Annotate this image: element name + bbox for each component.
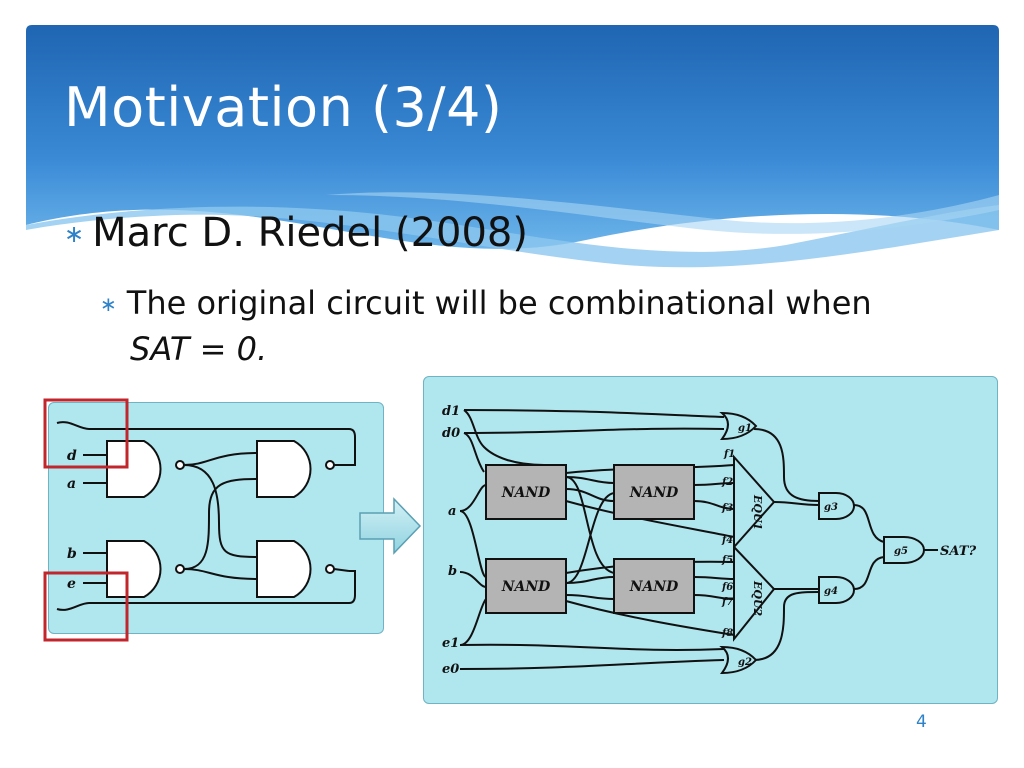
- gate-g1: [719, 411, 758, 441]
- gate-g2: [719, 645, 758, 675]
- bullet-1: ∗Marc D. Riedel (2008): [64, 210, 528, 256]
- input-label-b: b: [67, 546, 77, 562]
- equ2-label: EQU2: [751, 580, 764, 617]
- input-label-b: b: [448, 564, 457, 579]
- nand-label-2: NAND: [629, 485, 679, 501]
- input-label-a: a: [67, 476, 76, 492]
- input-label-a: a: [448, 504, 456, 519]
- gate-g5: [883, 536, 925, 564]
- signal-f7: f7: [721, 597, 733, 608]
- transform-arrow-icon: [359, 497, 422, 555]
- input-label-d0: d0: [442, 426, 460, 441]
- signal-f5: f5: [721, 555, 733, 566]
- nand-block-4: [613, 558, 695, 614]
- highlight-box-e: [43, 571, 129, 642]
- input-label-e: e: [67, 576, 76, 592]
- input-label-e0: e0: [442, 662, 459, 677]
- signal-f6: f6: [721, 582, 733, 593]
- highlight-box-d: [43, 398, 129, 469]
- signal-f8: f8: [721, 628, 733, 639]
- gate-g3: [818, 492, 855, 520]
- nand-block-2: [613, 464, 695, 520]
- page-number: 4: [916, 712, 927, 732]
- equ1-label: EQU1: [751, 494, 764, 530]
- gate-label-g4: g4: [824, 586, 838, 597]
- sub-bullet-icon: ∗: [100, 292, 117, 316]
- nand-block-1: [485, 464, 567, 520]
- signal-f3: f3: [721, 503, 733, 514]
- nand-block-3: [485, 558, 567, 614]
- output-label-sat: SAT?: [940, 544, 976, 559]
- bullet-icon: ∗: [64, 220, 85, 248]
- bullet-2-line-2: SAT = 0.: [130, 330, 268, 368]
- equ2-comparator: [733, 544, 776, 642]
- input-label-e1: e1: [442, 636, 459, 651]
- bullet-2-text: The original circuit will be combination…: [126, 284, 872, 322]
- title-banner: [26, 25, 999, 268]
- nand-label-1: NAND: [501, 485, 551, 501]
- nand-label-4: NAND: [629, 579, 679, 595]
- input-label-d1: d1: [442, 404, 460, 419]
- bullet-2-line-1: ∗ The original circuit will be combinatio…: [100, 282, 940, 328]
- gate-label-g5: g5: [894, 546, 908, 557]
- gate-label-g2: g2: [738, 657, 752, 668]
- signal-f4: f4: [721, 535, 733, 546]
- equ1-comparator: [733, 454, 776, 550]
- signal-f1: f1: [723, 449, 735, 460]
- bullet-1-text: Marc D. Riedel (2008): [92, 210, 528, 256]
- gate-label-g3: g3: [824, 502, 838, 513]
- bullet-2: ∗ The original circuit will be combinatio…: [100, 282, 940, 370]
- gate-g4: [818, 576, 855, 604]
- gate-label-g1: g1: [738, 423, 752, 434]
- input-label-d: d: [67, 448, 77, 464]
- slide-title: Motivation (3/4): [64, 76, 503, 139]
- cyclic-circuit-diagram: d a b e: [56, 421, 356, 611]
- sat-circuit-diagram: NAND NAND NAND NAND EQU1 EQU2 d1 d0: [442, 404, 976, 677]
- cyclic-circuit-panel: d a b e: [48, 402, 384, 634]
- highlight-boxes: [43, 398, 129, 642]
- nand-label-3: NAND: [501, 579, 551, 595]
- signal-f2: f2: [721, 477, 733, 488]
- sat-circuit-panel: NAND NAND NAND NAND EQU1 EQU2 d1 d0: [423, 376, 998, 704]
